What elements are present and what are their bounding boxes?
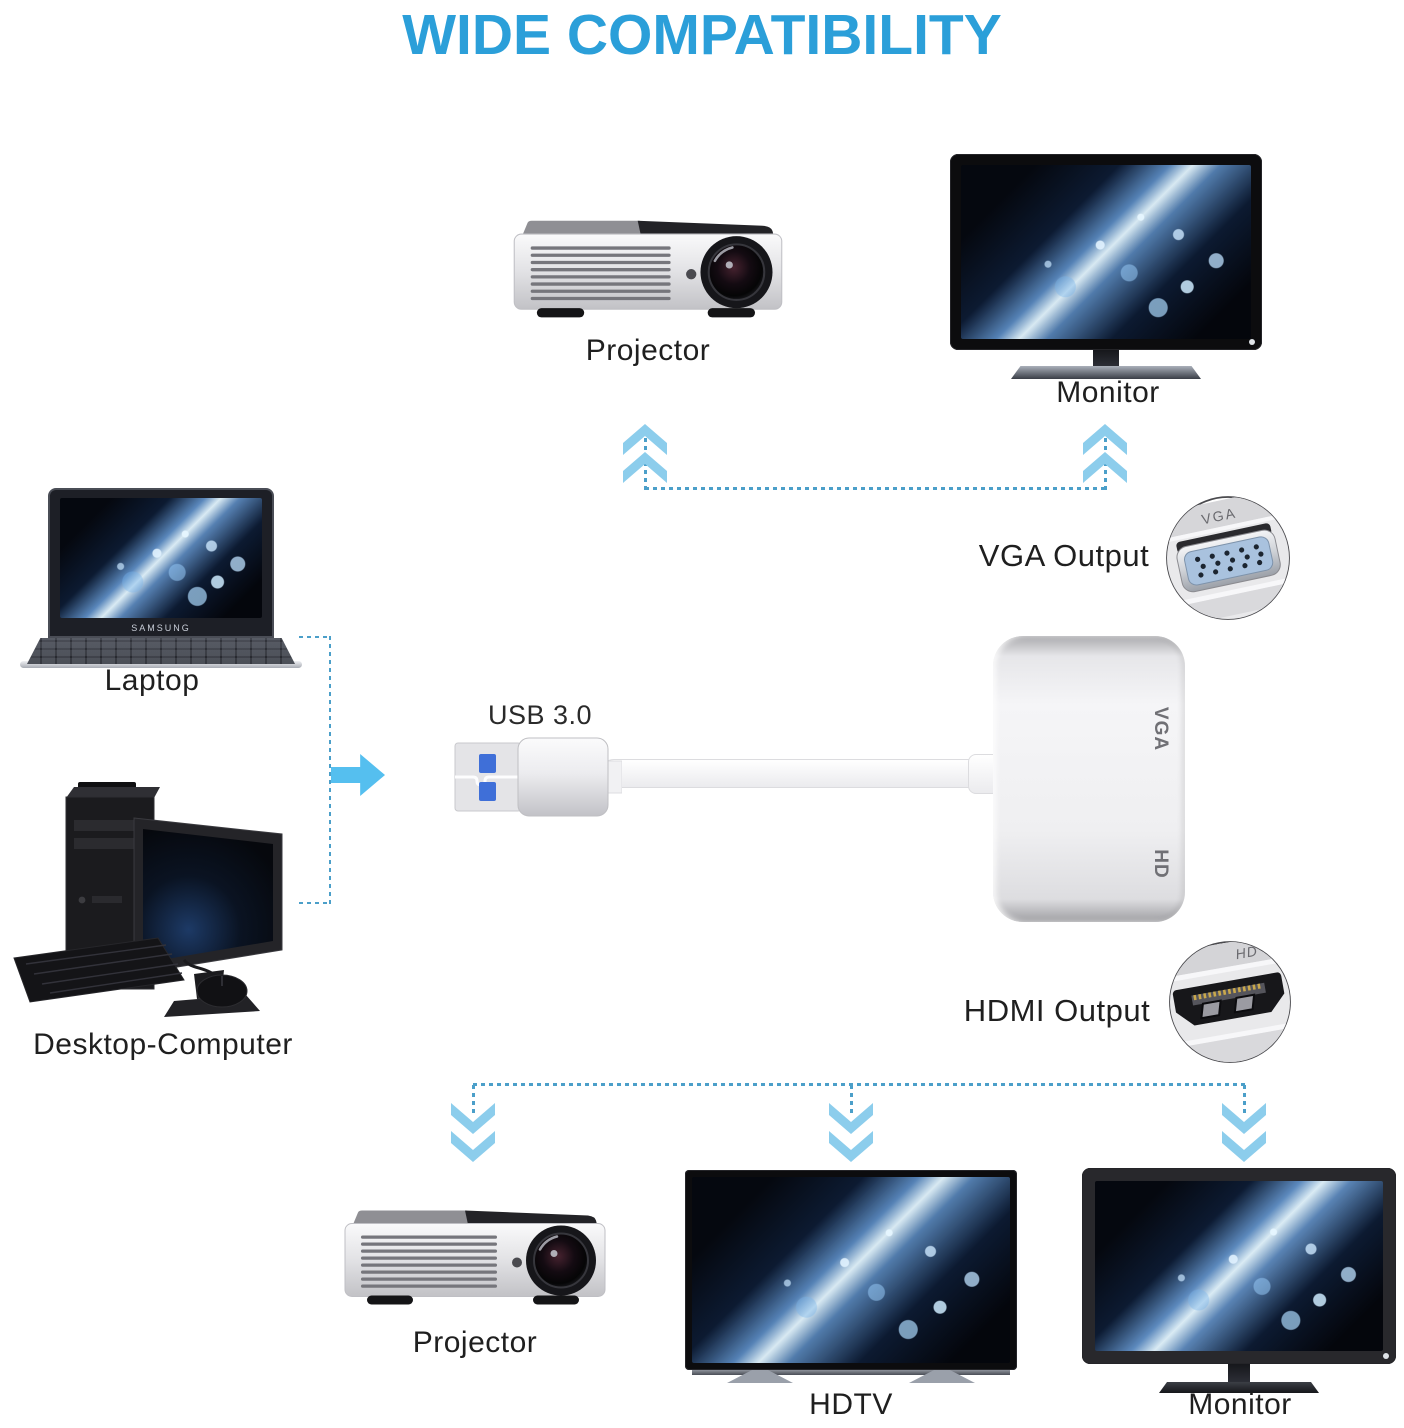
bracket-bottom-line xyxy=(299,902,331,904)
top-projector-label: Projector xyxy=(585,334,711,367)
hdtv-screen xyxy=(692,1177,1010,1363)
hdmi-engraving: HD xyxy=(1234,943,1259,963)
laptop-image: SAMSUNG xyxy=(20,488,302,668)
bottom-monitor-label: Monitor xyxy=(1188,1388,1292,1421)
down-arrow-projector xyxy=(451,1100,495,1167)
usb-plug xyxy=(452,734,623,825)
bottom-dotted-line xyxy=(473,1083,1245,1086)
bottom-monitor-image xyxy=(1082,1168,1396,1393)
desktop-computer-image xyxy=(8,778,308,1028)
bottom-monitor-screen xyxy=(1095,1181,1383,1351)
laptop-screen-content xyxy=(60,498,262,618)
up-arrow-projector xyxy=(623,424,667,491)
down-arrow-hdtv xyxy=(829,1100,873,1167)
bottom-projector-image xyxy=(337,1202,613,1314)
adapter-body xyxy=(993,636,1185,922)
vga-port-detail: VGA xyxy=(1164,494,1292,627)
vga-output-label: VGA Output xyxy=(978,538,1150,573)
hdmi-output-label: HDMI Output xyxy=(963,993,1151,1028)
hdmi-port-icon: HD xyxy=(1169,941,1291,1063)
hdtv-image xyxy=(685,1170,1017,1383)
desktop-label: Desktop-Computer xyxy=(33,1028,293,1061)
down-arrow-monitor xyxy=(1222,1100,1266,1167)
hdmi-port-detail: HD xyxy=(1167,939,1293,1070)
bottom-stem-left xyxy=(472,1085,475,1115)
usb-plug-icon xyxy=(454,737,623,817)
desktop-icon xyxy=(13,782,283,1017)
top-monitor-label: Monitor xyxy=(1056,376,1160,409)
adapter-hd-label: HD xyxy=(1150,849,1171,879)
bottom-projector-label: Projector xyxy=(412,1326,538,1359)
hdtv-label: HDTV xyxy=(809,1388,893,1421)
bracket-top-line xyxy=(299,636,331,638)
vga-engraving: VGA xyxy=(1200,504,1238,527)
top-monitor-image xyxy=(950,154,1262,379)
vga-port-icon: VGA xyxy=(1166,496,1290,620)
laptop-label: Laptop xyxy=(104,664,200,697)
top-dotted-line xyxy=(645,487,1107,490)
laptop-brand: SAMSUNG xyxy=(131,623,191,633)
adapter-vga-label: VGA xyxy=(1150,706,1171,752)
power-led xyxy=(1249,339,1255,345)
bottom-stem-right xyxy=(1243,1085,1246,1115)
usb-label: USB 3.0 xyxy=(488,700,593,730)
right-arrow xyxy=(331,754,385,796)
monitor-screen xyxy=(961,165,1251,339)
projector-icon xyxy=(513,220,783,318)
bracket-vertical-line xyxy=(329,636,331,904)
bottom-stem-middle xyxy=(850,1085,853,1115)
page-title: WIDE COMPATIBILITY xyxy=(402,3,1002,67)
top-projector-image xyxy=(506,212,790,327)
projector-icon xyxy=(344,1210,606,1305)
usb-cable xyxy=(600,759,998,788)
up-arrow-monitor xyxy=(1083,424,1127,491)
power-led xyxy=(1383,1353,1389,1359)
